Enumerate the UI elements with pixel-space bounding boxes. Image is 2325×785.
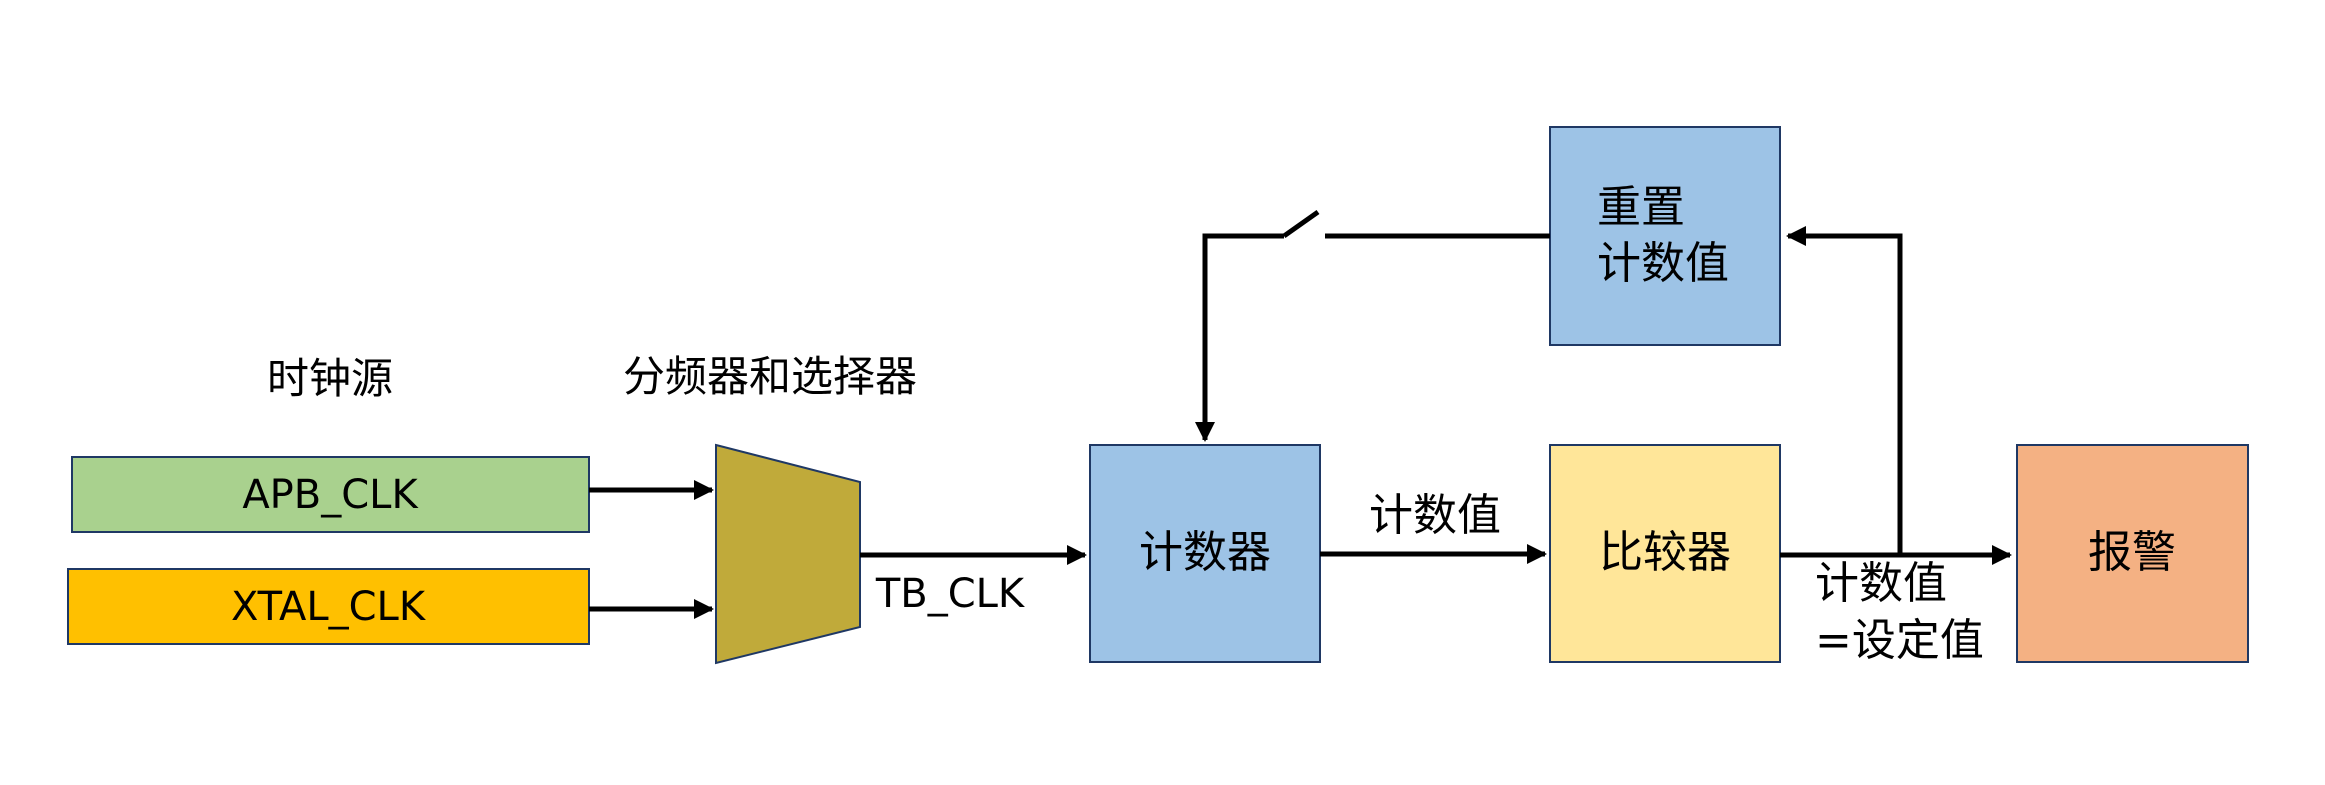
divider-selector-mux [715, 443, 861, 665]
switch-to-counter-arrow [1195, 233, 1284, 442]
apb-clk-block [71, 456, 590, 533]
reset-label-line2: 计数值 [1597, 238, 1729, 289]
counter-block [1089, 444, 1321, 663]
alarm-block [2016, 444, 2249, 663]
divider-selector-heading: 分频器和选择器 [623, 352, 917, 401]
xtal-clk-block [67, 568, 590, 645]
comparator-block [1549, 444, 1781, 663]
count-value-label: 计数值 [1369, 490, 1501, 541]
reset-label-line1: 重置 [1597, 182, 1685, 233]
apb-clk-label: APB_CLK [242, 472, 419, 518]
clock-source-heading: 时钟源 [267, 354, 393, 403]
match-to-reset-arrow [1786, 226, 1903, 555]
tb-clk-label: TB_CLK [875, 571, 1026, 617]
comparator-label: 比较器 [1599, 527, 1731, 578]
xtal-clk-label: XTAL_CLK [231, 584, 427, 630]
match-label-line1: 计数值 [1815, 558, 1947, 609]
counter-label: 计数器 [1139, 527, 1271, 578]
reset-count-block [1549, 126, 1781, 346]
match-label-line2: =设定值 [1815, 615, 1984, 666]
alarm-label: 报警 [2088, 527, 2176, 578]
switch-contact [1282, 209, 1320, 239]
